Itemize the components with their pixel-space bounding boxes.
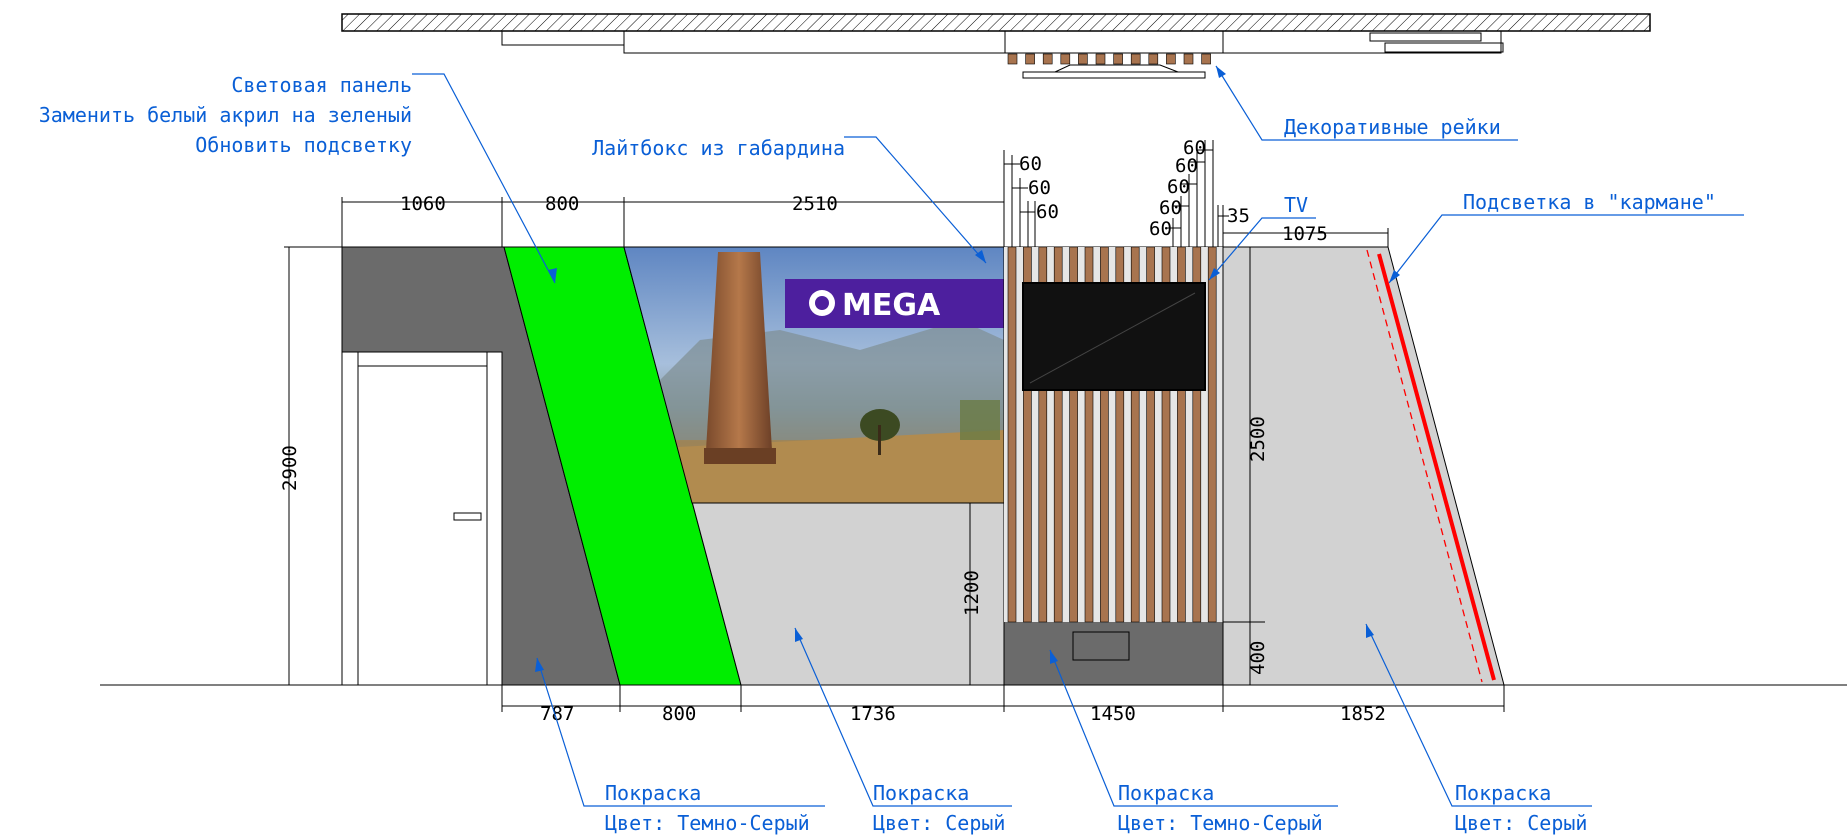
dim-slat-right-1: 60 <box>1183 137 1206 159</box>
decorative-slats-label: Декоративные рейки <box>1284 115 1501 139</box>
decorative-slats <box>1007 246 1217 623</box>
paint-2-title: Покраска <box>873 781 969 805</box>
slat <box>1130 246 1140 623</box>
dim-bottom-3: 1736 <box>850 703 896 725</box>
dimension-lines <box>284 140 1505 712</box>
dim-height-panel: 2500 <box>1247 416 1269 462</box>
plan-slat <box>1078 53 1088 65</box>
slat <box>1207 246 1217 623</box>
plan-view <box>341 13 1651 79</box>
plan-slat <box>1201 53 1211 65</box>
plan-wall-segment <box>1384 42 1504 53</box>
callout-texts: Световая панель Заменить белый акрил на … <box>39 73 1716 835</box>
dim-slat-left-2: 60 <box>1028 177 1051 199</box>
dim-slat-right-2: 60 <box>1175 155 1198 177</box>
plan-wall-segment <box>623 30 1006 54</box>
tv-glare <box>1029 292 1196 384</box>
dim-height-bottom: 400 <box>1247 641 1269 675</box>
dim-height-lightbox-base: 1200 <box>961 570 983 616</box>
ceiling-hatch <box>341 13 1651 32</box>
lightbox-logo: MEGA <box>842 288 941 323</box>
plan-slat <box>1130 53 1141 65</box>
dim-slat-right-4: 60 <box>1159 197 1182 219</box>
elevation: MEGA <box>100 246 1847 686</box>
plan-slat <box>1025 53 1035 65</box>
plan-wall-segment <box>501 30 625 46</box>
plan-slat <box>1148 53 1159 65</box>
plan-slat <box>1095 53 1106 65</box>
paint-3-title: Покраска <box>1118 781 1214 805</box>
dim-slat-left-1: 60 <box>1019 153 1042 175</box>
paint-4-title: Покраска <box>1455 781 1551 805</box>
callout-leaders <box>412 65 1744 807</box>
plan-slat <box>1113 53 1123 65</box>
dim-bottom-1: 787 <box>540 703 574 725</box>
slat <box>1069 246 1078 623</box>
light-panel-note-1: Заменить белый акрил на зеленый <box>39 103 412 127</box>
lightbox-image: MEGA <box>624 247 1004 503</box>
plan-slat <box>1042 53 1053 65</box>
dim-slat-right-5: 60 <box>1149 218 1172 240</box>
dim-top-2: 800 <box>545 193 579 215</box>
plan-slat <box>1166 53 1176 65</box>
plan-wall-segment <box>1369 32 1482 42</box>
slat <box>1007 246 1017 623</box>
plan-slat <box>1007 53 1018 65</box>
dim-right-top: 1075 <box>1282 223 1328 245</box>
slat <box>1100 246 1109 623</box>
plan-tv <box>1022 64 1206 79</box>
paint-4-color: Цвет: Серый <box>1455 811 1587 835</box>
dim-top-1: 1060 <box>400 193 446 215</box>
slat <box>1161 246 1171 623</box>
door-leaf <box>357 351 488 367</box>
plan-slat <box>1183 53 1194 65</box>
plan-slats <box>1007 53 1211 65</box>
slat <box>1038 246 1048 623</box>
door-handle <box>453 512 482 521</box>
dimension-texts: 1060 800 2510 60 60 60 60 60 60 60 60 35… <box>279 137 1386 725</box>
dim-slat-left-3: 60 <box>1036 201 1059 223</box>
dim-bottom-5: 1852 <box>1340 703 1386 725</box>
plan-slat <box>1060 53 1071 65</box>
tv-label: TV <box>1284 193 1308 217</box>
slat <box>1023 246 1032 623</box>
light-panel-note-2: Обновить подсветку <box>195 133 412 157</box>
slat <box>1146 246 1155 623</box>
paint-1-title: Покраска <box>605 781 701 805</box>
dim-height-total: 2900 <box>279 445 301 491</box>
dim-slat-right-3: 60 <box>1167 176 1190 198</box>
dim-tv-gap: 35 <box>1227 205 1250 227</box>
paint-2-color: Цвет: Серый <box>873 811 1005 835</box>
pocket-backlight-label: Подсветка в "кармане" <box>1463 190 1716 214</box>
paint-1-color: Цвет: Темно-Серый <box>605 811 810 835</box>
slat <box>1053 246 1063 623</box>
tv-screen <box>1022 282 1206 391</box>
pocket-backlight-strip <box>1377 253 1496 681</box>
plan-wall-segment <box>1004 30 1224 54</box>
pocket-backlight-dashed <box>1366 249 1483 683</box>
plan-wall-segment <box>1222 30 1502 54</box>
slat <box>1115 246 1125 623</box>
gray-wall-right <box>1222 246 1505 686</box>
light-panel-title: Световая панель <box>231 73 412 97</box>
dim-top-3: 2510 <box>792 193 838 215</box>
slat <box>1084 246 1094 623</box>
paint-3-color: Цвет: Темно-Серый <box>1118 811 1323 835</box>
floor-box <box>1072 631 1130 661</box>
dim-bottom-4: 1450 <box>1090 703 1136 725</box>
dim-bottom-2: 800 <box>662 703 696 725</box>
lightbox-label: Лайтбокс из габардина <box>592 136 845 160</box>
